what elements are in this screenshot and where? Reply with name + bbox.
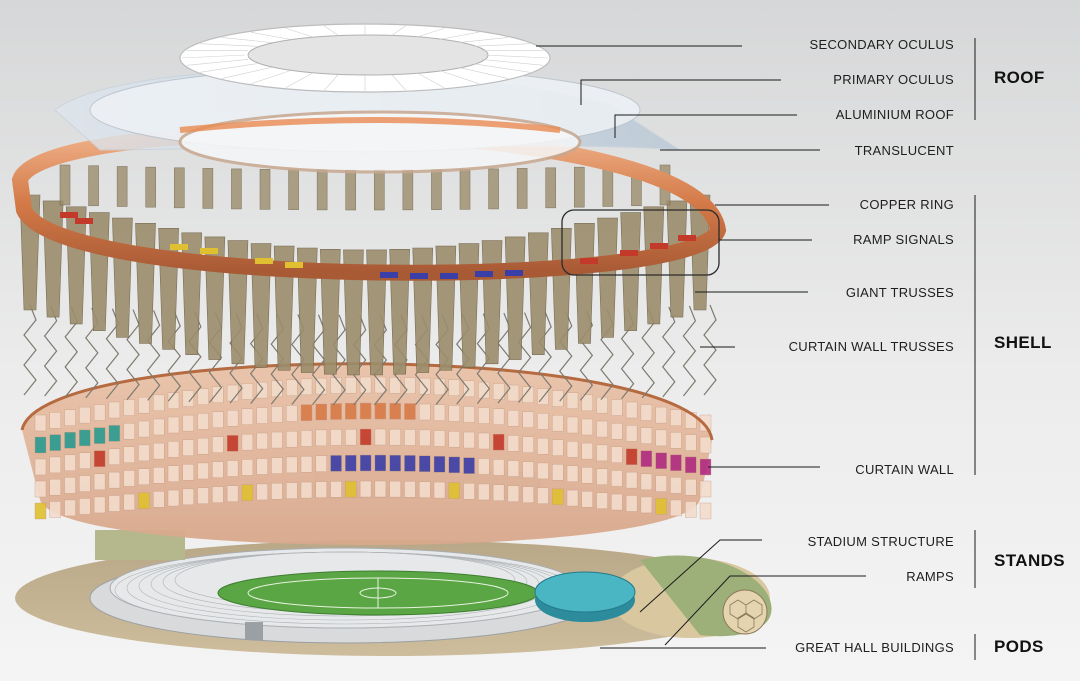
label-curtain-wall: CURTAIN WALL bbox=[855, 462, 954, 477]
label-primary-oculus: PRIMARY OCULUS bbox=[833, 72, 954, 87]
group-stands: STANDS bbox=[994, 551, 1066, 570]
label-translucent: TRANSLUCENT bbox=[854, 143, 954, 158]
secondary-oculus bbox=[179, 23, 551, 93]
label-great-hall-buildings: GREAT HALL BUILDINGS bbox=[795, 640, 954, 655]
group-shell: SHELL bbox=[994, 333, 1052, 352]
group-pods: PODS bbox=[994, 637, 1044, 656]
hexagon-pod bbox=[722, 589, 768, 635]
label-ramps: RAMPS bbox=[906, 569, 954, 584]
label-aluminium-roof: ALUMINIUM ROOF bbox=[835, 107, 954, 122]
leader-lines bbox=[536, 38, 976, 660]
great-hall-pod bbox=[534, 571, 636, 622]
curtain-wall bbox=[20, 362, 714, 545]
label-ramp-signals: RAMP SIGNALS bbox=[853, 232, 954, 247]
label-curtain-wall-trusses: CURTAIN WALL TRUSSES bbox=[788, 339, 954, 354]
label-stadium-structure: STADIUM STRUCTURE bbox=[807, 534, 954, 549]
label-secondary-oculus: SECONDARY OCULUS bbox=[809, 37, 954, 52]
label-copper-ring: COPPER RING bbox=[859, 197, 954, 212]
aluminium-roof bbox=[54, 67, 681, 174]
ramp-signals-highlight bbox=[561, 209, 720, 276]
label-giant-trusses: GIANT TRUSSES bbox=[845, 285, 954, 300]
stadium-stands bbox=[89, 471, 601, 644]
football-pitch bbox=[247, 577, 509, 609]
group-roof: ROOF bbox=[994, 68, 1045, 87]
